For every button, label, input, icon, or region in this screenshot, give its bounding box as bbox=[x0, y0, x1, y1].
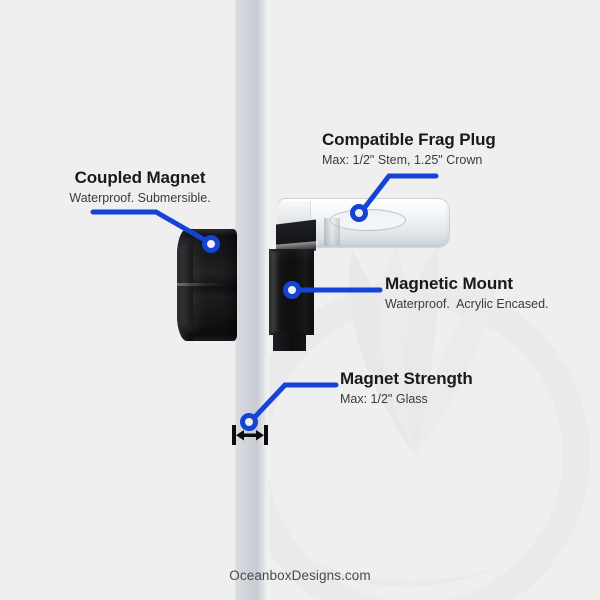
label-subtitle: Max: 1/2" Glass bbox=[340, 391, 428, 406]
frag-plug-stem-hole bbox=[324, 218, 340, 246]
label-title: Magnet Strength bbox=[340, 369, 473, 388]
glass-thickness-dimension bbox=[232, 425, 268, 445]
label-subtitle: Waterproof. Acrylic Encased. bbox=[385, 296, 549, 311]
label-coupled-magnet: Coupled Magnet Waterproof. Submersible. bbox=[35, 168, 245, 206]
label-title: Compatible Frag Plug bbox=[322, 130, 496, 149]
mount-gloss-highlight bbox=[272, 252, 281, 332]
callout-dot-frag-plug bbox=[350, 204, 368, 222]
callout-dot-magnetic-mount bbox=[283, 281, 301, 299]
label-title: Coupled Magnet bbox=[74, 168, 206, 187]
coupled-magnet-seam bbox=[177, 283, 235, 286]
glass-pane-right-edge bbox=[265, 0, 269, 600]
label-magnet-strength: Magnet Strength Max: 1/2" Glass bbox=[340, 369, 540, 407]
label-compatible-frag-plug: Compatible Frag Plug Max: 1/2" Stem, 1.2… bbox=[322, 130, 562, 168]
label-subtitle: Max: 1/2" Stem, 1.25" Crown bbox=[322, 152, 483, 167]
aquarium-glass-pane bbox=[233, 0, 267, 600]
coupled-magnet-face bbox=[177, 229, 193, 341]
label-title: Magnetic Mount bbox=[385, 274, 513, 293]
label-magnetic-mount: Magnetic Mount Waterproof. Acrylic Encas… bbox=[385, 274, 595, 312]
callout-dot-coupled-magnet bbox=[202, 235, 220, 253]
coupled-magnet-highlight bbox=[181, 236, 207, 332]
callout-dot-magnet-strength bbox=[240, 413, 258, 431]
mount-foot bbox=[273, 333, 306, 351]
footer-watermark-text: OceanboxDesigns.com bbox=[229, 568, 371, 583]
label-subtitle: Waterproof. Submersible. bbox=[69, 190, 211, 205]
